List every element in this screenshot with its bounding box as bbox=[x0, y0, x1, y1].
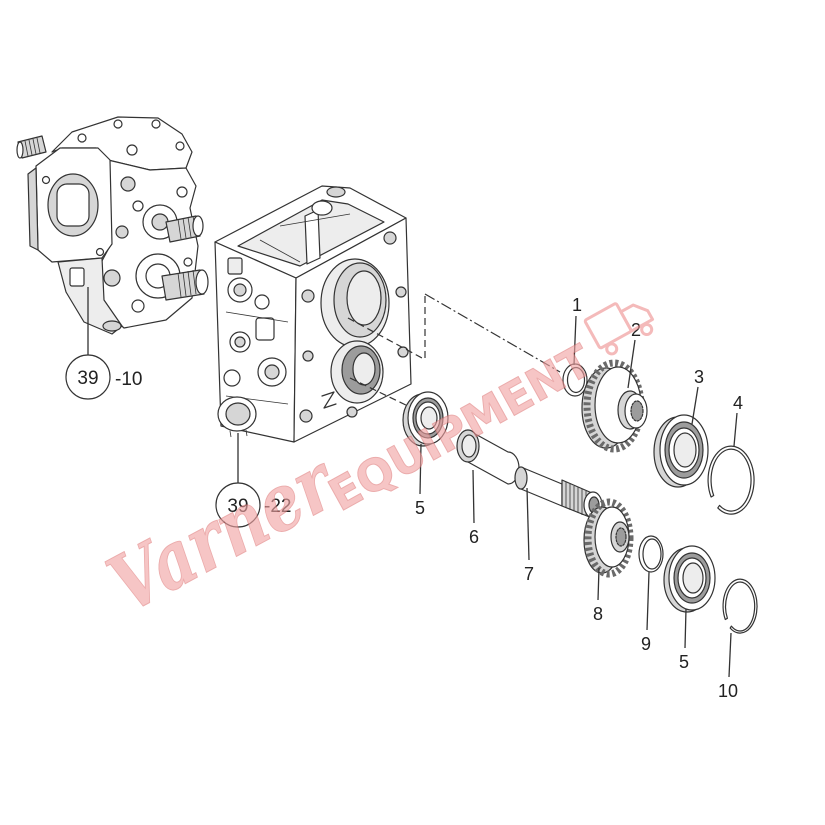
part-label-1: 1 bbox=[572, 295, 582, 315]
lower-axis-line bbox=[349, 377, 413, 409]
leader-line bbox=[597, 567, 600, 601]
part-label-7: 7 bbox=[524, 564, 534, 584]
callout-circle bbox=[215, 482, 261, 528]
bolt-hole bbox=[383, 231, 397, 245]
ball-bearing-right bbox=[663, 545, 716, 613]
callout-number: 39 bbox=[227, 496, 248, 517]
callout-suffix: -22 bbox=[264, 496, 291, 517]
bolt bbox=[77, 133, 87, 143]
leader-line bbox=[691, 386, 699, 425]
part-label-5: 5 bbox=[415, 498, 425, 518]
callout-pump: 39 -10 bbox=[65, 287, 142, 400]
upper-axis-line bbox=[347, 317, 423, 359]
pump-bore bbox=[56, 183, 90, 227]
truck-icon bbox=[583, 302, 655, 356]
port bbox=[132, 200, 144, 212]
bolt bbox=[95, 247, 105, 257]
upper-axis-extension bbox=[424, 293, 561, 373]
port bbox=[120, 176, 136, 192]
bolt-hole bbox=[302, 350, 314, 362]
housing-port-boss bbox=[217, 396, 257, 438]
pump-side-plate bbox=[27, 167, 39, 251]
watermark-script-text: Varner bbox=[94, 436, 352, 631]
gear-large bbox=[581, 359, 648, 453]
retaining-ring bbox=[638, 535, 664, 573]
part-label-8: 8 bbox=[593, 604, 603, 624]
housing-upper-bore bbox=[320, 258, 390, 348]
port bbox=[131, 299, 145, 313]
callout-suffix: -10 bbox=[115, 369, 142, 390]
housing-lower-bore bbox=[330, 340, 384, 404]
part-labels: 1 2 3 4 5 6 7 8 9 5 10 bbox=[415, 295, 743, 701]
port bbox=[115, 225, 129, 239]
o-ring bbox=[562, 363, 588, 397]
leader-line bbox=[728, 632, 732, 678]
snap-ring bbox=[707, 445, 755, 515]
bolt-hole bbox=[346, 406, 358, 418]
alignment-lines bbox=[347, 293, 561, 409]
leader-line bbox=[419, 443, 422, 495]
part-label-4: 4 bbox=[733, 393, 743, 413]
leader-line bbox=[627, 339, 636, 389]
pump-input-shaft bbox=[16, 135, 47, 159]
bolt-hole bbox=[397, 346, 409, 358]
bolt-hole bbox=[299, 409, 313, 423]
leader-line bbox=[646, 571, 650, 631]
part-label-3: 3 bbox=[694, 367, 704, 387]
bolt-hole bbox=[395, 286, 407, 298]
callout-housing: 39 -22 bbox=[215, 433, 291, 528]
ball-bearing-left bbox=[402, 391, 449, 447]
port bbox=[176, 186, 188, 198]
housing-casting-mark bbox=[321, 391, 337, 409]
leader-line bbox=[472, 469, 475, 524]
transmission-housing bbox=[214, 185, 412, 443]
callout-circle bbox=[65, 354, 111, 400]
bolt bbox=[151, 119, 161, 129]
gear-small bbox=[583, 498, 634, 578]
ball-bearing bbox=[653, 414, 709, 488]
leader-line bbox=[684, 608, 687, 649]
callout-number: 39 bbox=[77, 368, 98, 389]
bolt bbox=[41, 175, 51, 185]
spacer-sleeve bbox=[456, 429, 520, 485]
port bbox=[183, 257, 193, 267]
part-label-10: 10 bbox=[718, 681, 738, 701]
bolt-hole bbox=[301, 289, 315, 303]
pump-upper-output-shaft bbox=[142, 204, 204, 243]
part-label-9: 9 bbox=[641, 634, 651, 654]
leader-line bbox=[573, 315, 577, 366]
hydraulic-pump-assembly bbox=[16, 116, 209, 335]
port bbox=[126, 144, 138, 156]
pump-lower-output-shaft bbox=[135, 253, 209, 301]
part-label-6: 6 bbox=[469, 527, 479, 547]
port bbox=[103, 269, 121, 287]
leader-line bbox=[526, 487, 530, 561]
leader-line bbox=[733, 412, 738, 447]
snap-ring-small bbox=[722, 578, 758, 634]
bolt bbox=[175, 141, 185, 151]
part-label-5-right: 5 bbox=[679, 652, 689, 672]
bolt bbox=[113, 119, 123, 129]
